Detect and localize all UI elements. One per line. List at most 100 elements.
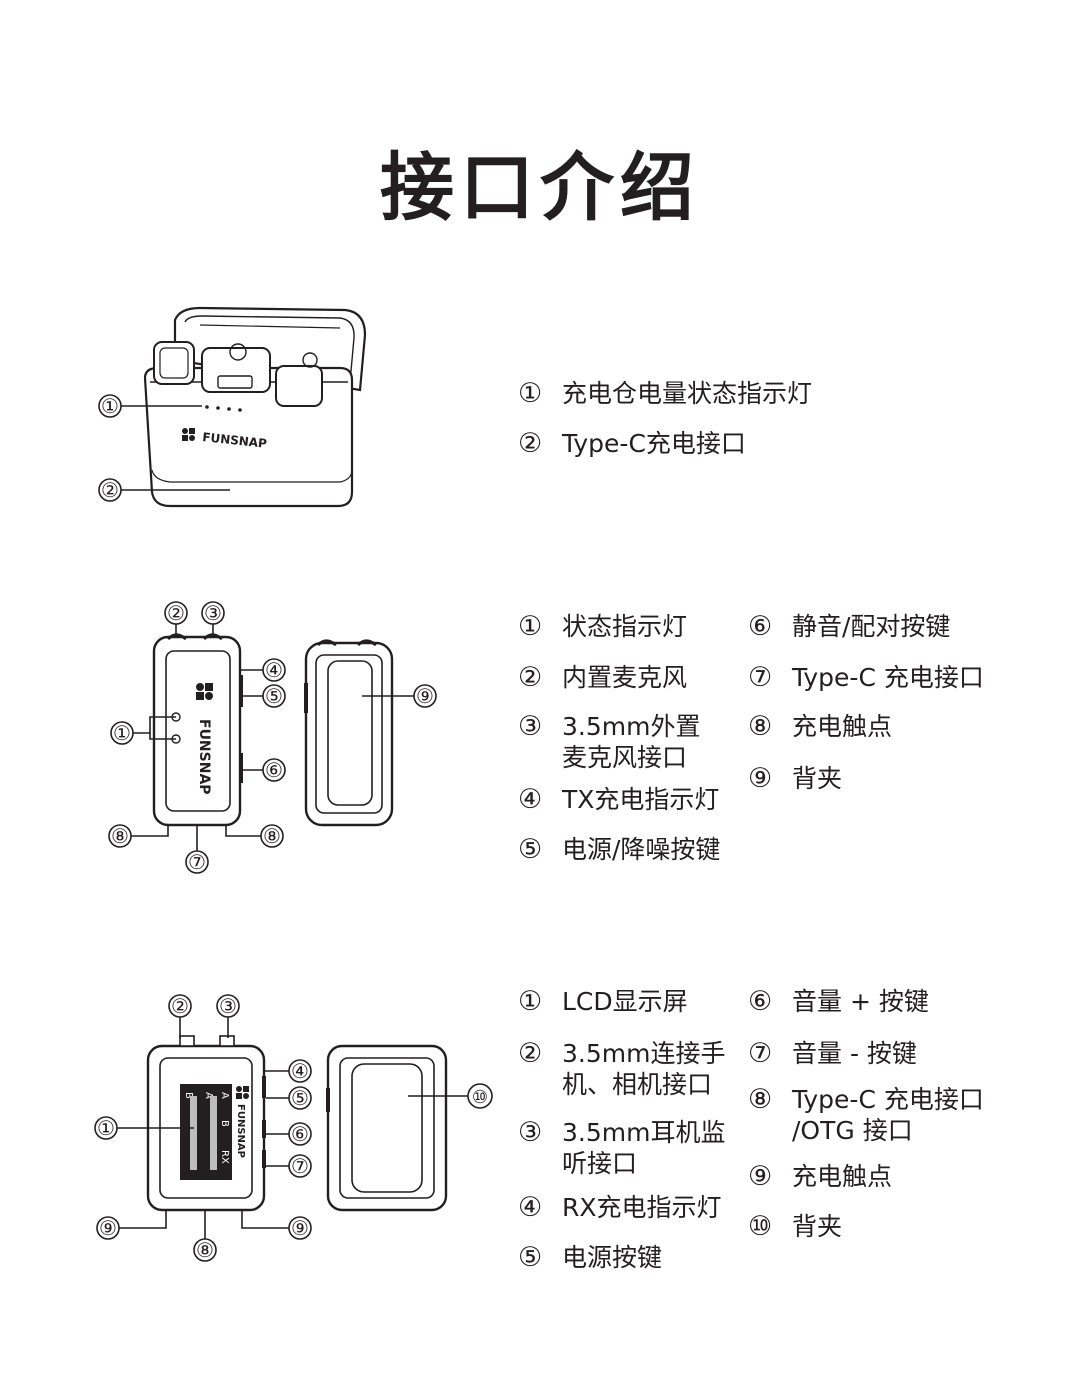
item-label: 充电触点	[792, 712, 893, 741]
tx-callout-9: ⑨	[416, 684, 434, 708]
case-brand-text: FUNSNAP	[202, 430, 268, 451]
item-label: 听接口	[562, 1149, 638, 1178]
item-number: ④	[518, 784, 543, 815]
screen-label-a1: A	[203, 1092, 214, 1099]
tx-callout-2: ②	[167, 601, 185, 625]
item-number: ②	[518, 1038, 543, 1069]
list-item: ⑦ Type-C 充电接口	[748, 662, 984, 693]
rx-callout-2: ②	[171, 994, 189, 1018]
item-number: ④	[518, 1192, 543, 1223]
list-item: ④ RX充电指示灯	[518, 1192, 722, 1223]
rx-callout-3: ③	[219, 994, 237, 1018]
list-item: ② 内置麦克风	[518, 662, 687, 693]
item-label: 背夹	[792, 764, 843, 793]
item-label: 静音/配对按键	[792, 612, 951, 641]
rx-callout-9-right: ⑨	[291, 1216, 309, 1240]
screen-label-rx: RX	[219, 1150, 230, 1164]
item-label: Type-C充电接口	[562, 429, 746, 458]
item-label: 机、相机接口	[562, 1070, 713, 1099]
tx-callout-4: ④	[265, 658, 283, 682]
rx-callout-4: ④	[291, 1059, 309, 1083]
item-number: ⑥	[748, 611, 773, 642]
item-label: 3.5mm连接手	[562, 1039, 726, 1068]
list-item: ② 3.5mm连接手 机、相机接口	[518, 1038, 725, 1100]
list-item: ⑧ 充电触点	[748, 711, 892, 742]
item-number: ①	[518, 611, 543, 642]
item-number: ⑦	[748, 662, 773, 693]
list-item: ⑨ 充电触点	[748, 1161, 892, 1192]
item-number: ①	[518, 378, 543, 409]
receiver-illustration: A B A B RX FUNSNAP ② ③ ④ ⑤	[90, 990, 500, 1270]
item-label: RX充电指示灯	[562, 1193, 722, 1222]
list-item: ⑦ 音量 - 按键	[748, 1038, 917, 1069]
tx-callout-8-right: ⑧	[263, 824, 281, 848]
item-label: Type-C 充电接口	[792, 1085, 984, 1114]
item-label: 状态指示灯	[562, 612, 688, 641]
list-item: ⑥ 音量 + 按键	[748, 986, 929, 1017]
item-number: ⑧	[748, 1084, 773, 1115]
item-label: 电源按键	[562, 1243, 663, 1272]
list-item: ③ 3.5mm耳机监 听接口	[518, 1117, 725, 1179]
item-label: 电源/降噪按键	[562, 835, 721, 864]
list-item: ⑤ 电源按键	[518, 1242, 662, 1273]
item-label: 内置麦克风	[562, 663, 688, 692]
rx-callout-9-left: ⑨	[99, 1216, 117, 1240]
item-number: ⑨	[748, 1161, 773, 1192]
tx-callout-8-left: ⑧	[111, 824, 129, 848]
list-item: ③ 3.5mm外置 麦克风接口	[518, 711, 700, 773]
list-item: ⑤ 电源/降噪按键	[518, 834, 720, 865]
page-title: 接口介绍	[380, 145, 700, 231]
item-label: TX充电指示灯	[562, 785, 720, 814]
list-item: ④ TX充电指示灯	[518, 784, 719, 815]
item-number: ⑩	[748, 1211, 773, 1242]
item-number: ①	[518, 986, 543, 1017]
item-number: ③	[518, 1117, 543, 1148]
item-number: ⑤	[518, 834, 543, 865]
item-number: ⑧	[748, 711, 773, 742]
tx-callout-7: ⑦	[188, 850, 206, 874]
item-label: 充电触点	[792, 1162, 893, 1191]
item-number: ②	[518, 428, 543, 459]
charging-case-illustration: FUNSNAP ① ②	[90, 300, 390, 520]
item-label: LCD显示屏	[562, 987, 688, 1016]
screen-label-b1: B	[183, 1092, 194, 1099]
screen-label-b2: B	[219, 1120, 230, 1127]
item-label: 3.5mm外置	[562, 712, 701, 741]
item-number: ③	[518, 711, 543, 742]
tx-callout-1: ①	[113, 721, 131, 745]
list-item: ① 状态指示灯	[518, 611, 687, 642]
tx-brand-text: FUNSNAP	[196, 719, 212, 795]
list-item: ⑩ 背夹	[748, 1211, 842, 1242]
list-item: ⑥ 静音/配对按键	[748, 611, 950, 642]
list-item: ① LCD显示屏	[518, 986, 688, 1017]
list-item: ① 充电仓电量状态指示灯	[518, 378, 812, 409]
item-number: ⑤	[518, 1242, 543, 1273]
rx-callout-1: ①	[97, 1116, 115, 1140]
item-label: 麦克风接口	[562, 743, 688, 772]
item-label: /OTG 接口	[792, 1116, 913, 1145]
transmitter-illustration: FUNSNAP ② ③ ④ ⑤ ⑥ ① ⑧ ⑧ ⑦	[100, 595, 445, 885]
rx-brand-text: FUNSNAP	[235, 1104, 246, 1158]
item-number: ⑦	[748, 1038, 773, 1069]
item-number: ⑥	[748, 986, 773, 1017]
item-number: ②	[518, 662, 543, 693]
item-label: 3.5mm耳机监	[562, 1118, 726, 1147]
list-item: ⑨ 背夹	[748, 763, 842, 794]
list-item: ⑧ Type-C 充电接口 /OTG 接口	[748, 1084, 984, 1146]
tx-callout-6: ⑥	[265, 758, 283, 782]
tx-callout-5: ⑤	[265, 684, 283, 708]
case-callout-2: ②	[101, 478, 119, 502]
item-label: 充电仓电量状态指示灯	[562, 379, 813, 408]
screen-label-a2: A	[219, 1092, 230, 1099]
item-label: 背夹	[792, 1212, 843, 1241]
item-label: 音量 - 按键	[792, 1039, 917, 1068]
tx-callout-3: ③	[204, 601, 222, 625]
item-label: Type-C 充电接口	[792, 663, 984, 692]
item-number: ⑨	[748, 763, 773, 794]
rx-callout-5: ⑤	[291, 1086, 309, 1110]
rx-callout-7: ⑦	[291, 1154, 309, 1178]
rx-callout-6: ⑥	[291, 1122, 309, 1146]
rx-callout-10: ⑩	[472, 1087, 488, 1108]
rx-callout-8: ⑧	[196, 1238, 214, 1262]
item-label: 音量 + 按键	[792, 987, 929, 1016]
